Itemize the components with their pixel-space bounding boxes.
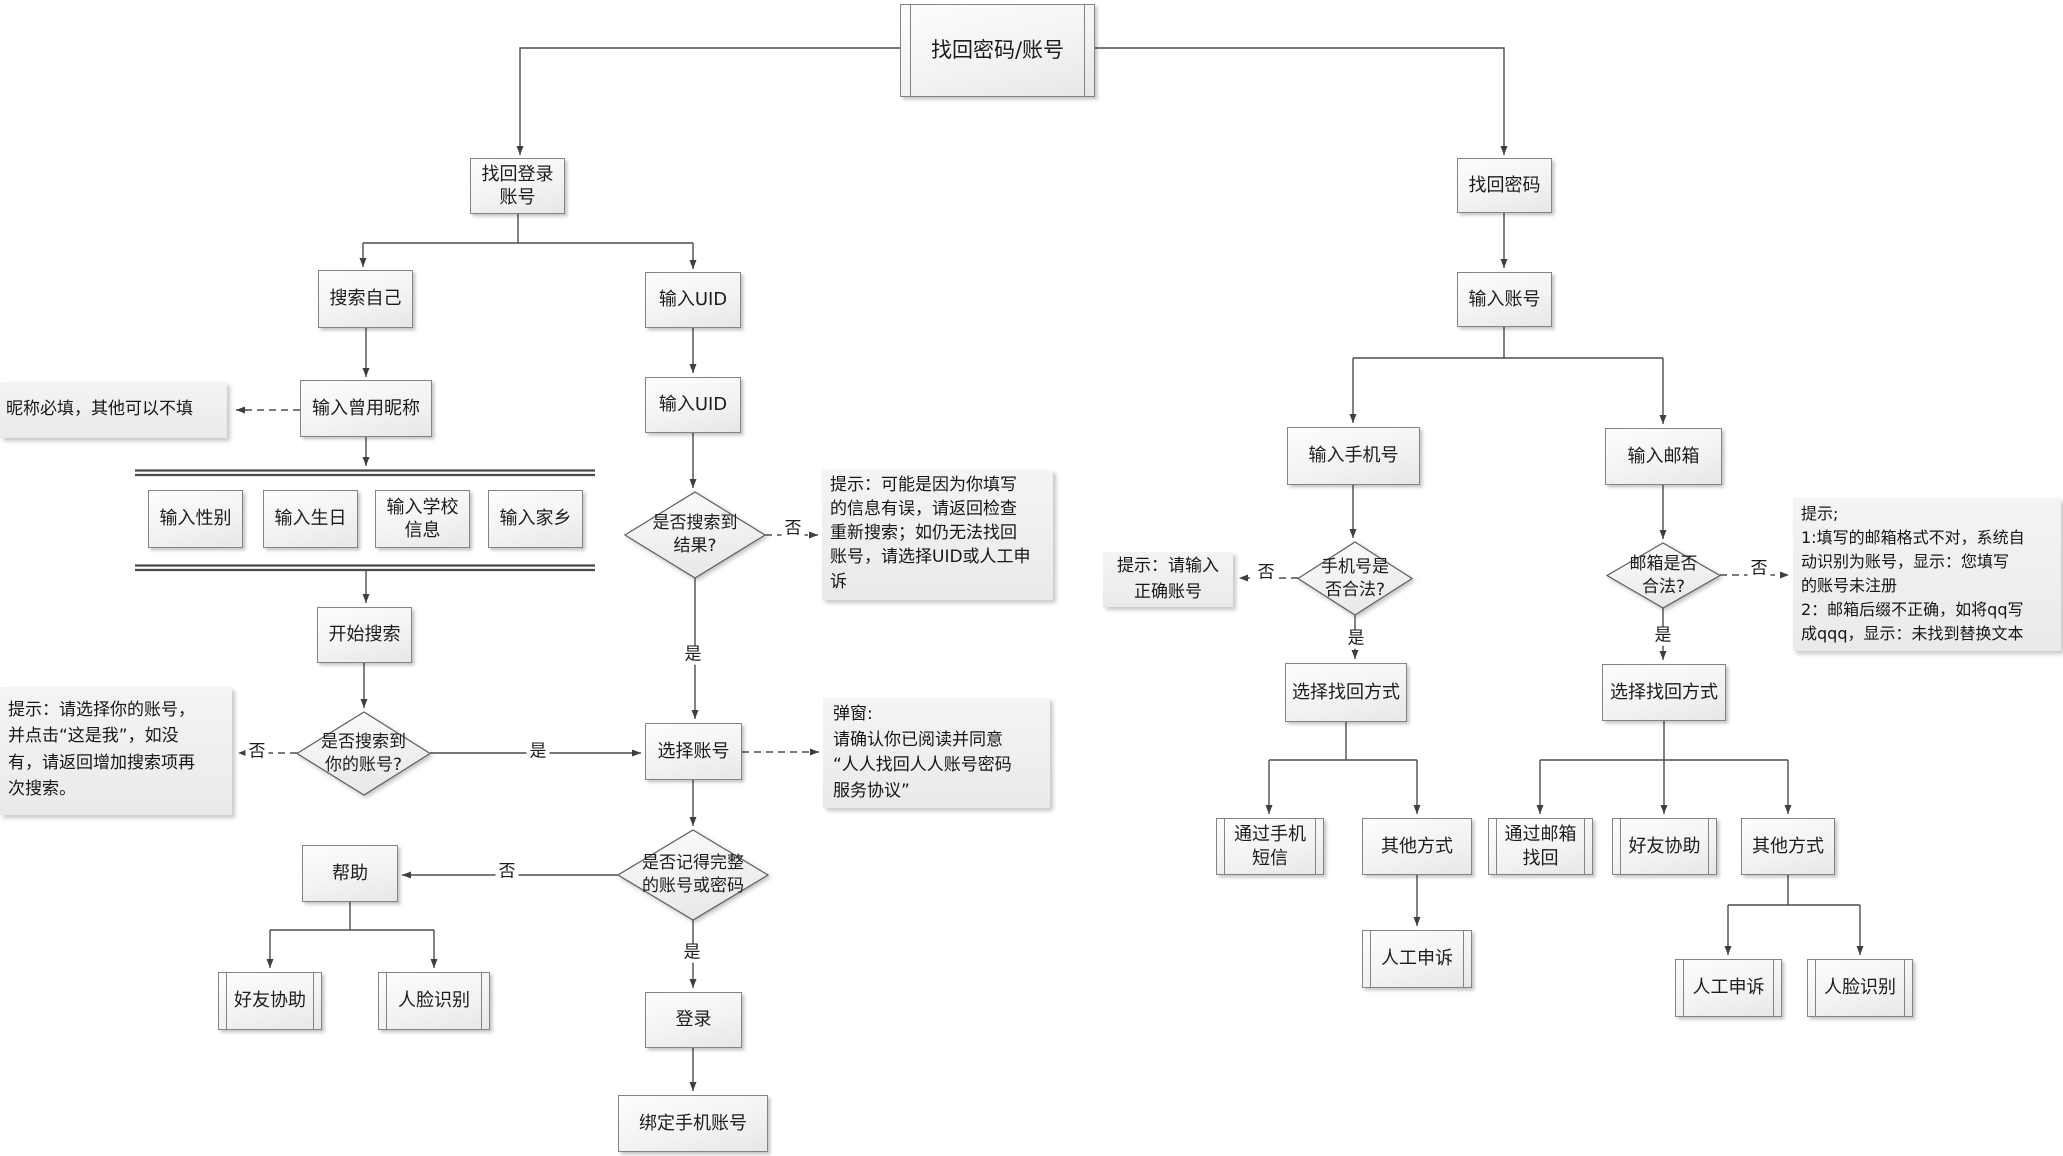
node-face-recognition-right: 人脸识别: [1807, 959, 1913, 1017]
callout-email-format-tip: 提示; 1:填写的邮箱格式不对，系统自 动识别为账号，显示：您填写 的账号未注册…: [1793, 498, 2061, 651]
node-input-account: 输入账号: [1457, 272, 1552, 327]
node-manual-appeal-right: 人工申诉: [1675, 959, 1782, 1017]
node-recover-login-account: 找回登录 账号: [470, 158, 565, 214]
node-via-sms: 通过手机 短信: [1216, 818, 1324, 875]
node-manual-appeal-phone: 人工申诉: [1362, 930, 1472, 988]
edge-label-no-email-valid: 否: [1747, 559, 1771, 579]
node-help: 帮助: [302, 845, 398, 902]
node-input-previous-nickname: 输入曾用昵称: [300, 380, 432, 437]
callout-select-account-tip: 提示：请选择你的账号， 并点击“这是我”，如没 有，请返回增加搜索项再 次搜索。: [0, 687, 232, 815]
edge-label-yes-phone-valid: 是: [1344, 629, 1368, 649]
node-recover-password: 找回密码: [1457, 158, 1552, 213]
fork-join-bars: [135, 469, 595, 572]
decision-shape: [623, 491, 767, 579]
node-bind-phone-account: 绑定手机账号: [618, 1095, 768, 1152]
decision-email-valid: 邮箱是否 合法?: [1629, 553, 1698, 597]
node-other-method-phone: 其他方式: [1362, 818, 1472, 875]
node-friend-assist-right: 好友协助: [1612, 818, 1717, 875]
edge-label-no-remember-full: 否: [495, 862, 519, 882]
node-input-phone-number: 输入手机号: [1287, 427, 1420, 485]
edge-label-no-phone-valid: 否: [1254, 563, 1278, 583]
decision-shape: [1296, 541, 1414, 616]
node-input-email: 输入邮箱: [1605, 428, 1722, 485]
callout-correct-account-tip: 提示：请输入 正确账号: [1103, 552, 1233, 607]
node-face-recognition-left: 人脸识别: [378, 972, 490, 1030]
decision-shape: [616, 829, 770, 921]
edge-label-yes-remember-full: 是: [680, 943, 704, 963]
callout-agreement-popup: 弹窗: 请确认你已阅读并同意 “人人找回人人账号密码 服务协议”: [823, 698, 1050, 808]
node-input-birthday: 输入生日: [263, 490, 358, 548]
decision-found-results: 是否搜索到 结果?: [652, 513, 738, 556]
node-select-recovery-method-email: 选择找回方式: [1602, 664, 1726, 721]
node-recover-password-account: 找回密码/账号: [900, 4, 1095, 97]
node-input-uid-2: 输入UID: [645, 377, 741, 433]
edge-label-no-found-results: 否: [781, 519, 805, 539]
node-select-recovery-method-phone: 选择找回方式: [1285, 663, 1407, 722]
callout-nickname-required: 昵称必填，其他可以不填: [0, 382, 227, 438]
decision-shape: [1605, 542, 1722, 609]
decision-shapes: [295, 491, 1722, 921]
edge-label-yes-found-results: 是: [681, 645, 705, 665]
node-input-hometown: 输入家乡: [488, 490, 583, 548]
decision-shape: [295, 711, 432, 796]
node-search-self: 搜索自己: [318, 270, 413, 328]
edge-label-no-found-your-account: 否: [245, 742, 269, 762]
node-friend-assist-left: 好友协助: [218, 972, 322, 1030]
node-via-email-recovery: 通过邮箱 找回: [1488, 818, 1593, 875]
edge-label-yes-found-your-account: 是: [526, 742, 550, 762]
decision-remember-full-credentials: 是否记得完整 的账号或密码: [642, 853, 744, 896]
node-input-school-info: 输入学校 信息: [375, 490, 470, 548]
node-start-search: 开始搜索: [317, 607, 412, 663]
node-login: 登录: [645, 992, 742, 1048]
edge-label-yes-email-valid: 是: [1651, 626, 1675, 646]
node-input-uid-1: 输入UID: [645, 272, 741, 328]
callout-search-fail-tip: 提示：可能是因为你填写 的信息有误，请返回检查 重新搜索；如仍无法找回 账号，请…: [822, 470, 1053, 600]
node-input-gender: 输入性别: [148, 490, 243, 548]
decision-found-your-account: 是否搜索到 你的账号?: [321, 731, 406, 775]
decision-phone-valid: 手机号是 否合法?: [1321, 556, 1389, 600]
node-select-account: 选择账号: [645, 723, 742, 780]
node-other-method-email: 其他方式: [1741, 818, 1835, 875]
